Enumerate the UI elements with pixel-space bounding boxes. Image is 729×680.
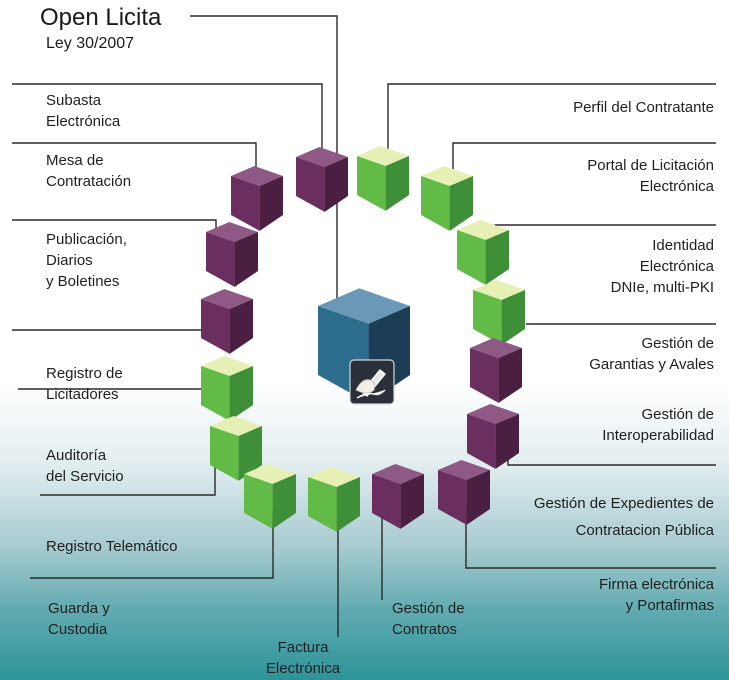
cube-ring [201,145,525,532]
cube-subasta [296,146,348,212]
label-subasta: Subasta Electrónica [46,92,121,130]
cube-publicacion [206,221,258,287]
center-cube [318,288,410,405]
label-garantias: Gestión de Garantias y Avales [589,335,714,373]
lead-subasta [12,83,323,166]
diagram-title: Open Licita [40,4,162,31]
label-perfil: Perfil del Contratante [573,99,714,116]
label-auditoria: Auditoría del Servicio [46,447,124,485]
cube-contratos [372,463,424,529]
cube-firma [438,459,490,525]
label-expedientes: Gestión de Expedientes de Contratacion P… [533,495,714,539]
cube-interop [470,337,522,403]
lead-perfil [387,83,716,165]
lead-auditoria [40,460,216,496]
lead-title [190,15,338,318]
label-contratos: Gestión de Contratos [392,600,465,638]
cube-factura [308,466,360,532]
label-publicacion: Publicación, Diarios y Boletines [46,231,127,290]
label-factura: Factura Electrónica [265,639,341,677]
label-identidad: Identidad Electrónica DNIe, multi-PKI [610,237,714,296]
label-firma: Firma electrónica y Portafirmas [598,576,714,614]
label-registro-telematico: Registro Telemático [46,538,178,555]
label-interop: Gestión de Interoperabilidad [602,406,714,444]
cube-portal [421,165,473,231]
lead-firma [465,505,716,569]
cube-mesa [231,165,283,231]
cube-garantias [473,279,525,345]
cube-perfil [357,145,409,211]
diagram-subtitle: Ley 30/2007 [46,35,135,52]
cube-auditoria [210,415,262,481]
label-mesa: Mesa de Contratación [46,152,132,190]
hand-writing-pen-icon [349,359,395,405]
lead-reg-telem [30,510,274,579]
cube-expedientes [467,403,519,469]
cube-identidad [457,219,509,285]
lead-interop [507,455,716,466]
label-portal: Portal de Licitación Electrónica [587,157,714,195]
label-registro-licitadores: Registro de Licitadores [46,365,123,403]
label-guarda: Guarda y Custodia [48,600,110,638]
cube-reg-telem [244,463,296,529]
cube-pub2 [201,288,253,354]
cube-registro-lic [201,355,253,421]
